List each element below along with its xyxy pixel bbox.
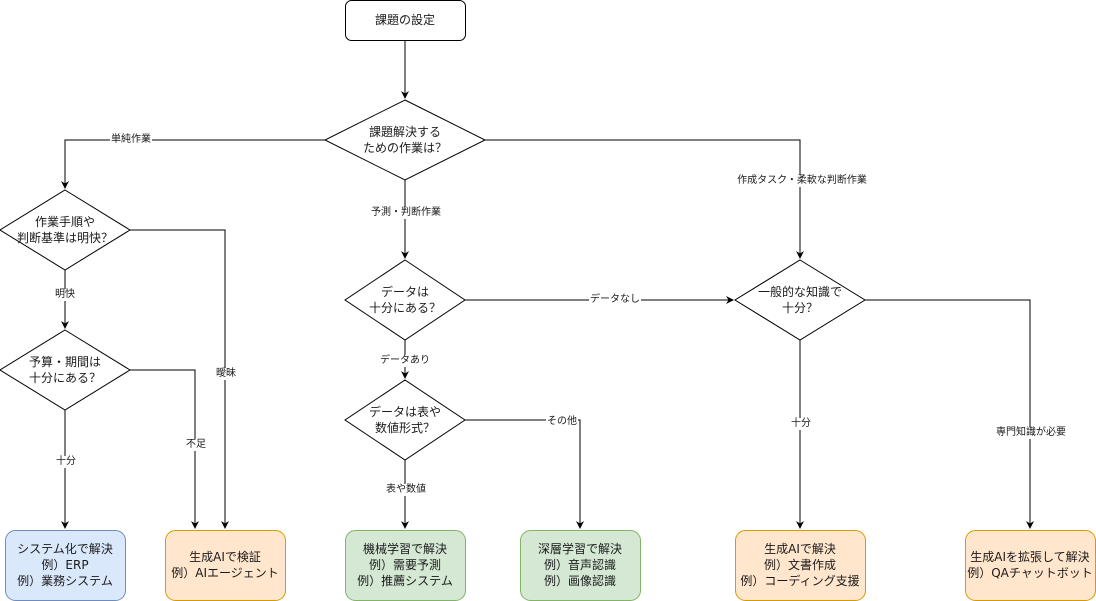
edge-label-other: その他 [546, 416, 578, 428]
result-ml [345, 530, 466, 601]
decision-general-knowledge [734, 259, 866, 341]
edge-label-predict-judge: 予測・判断作業 [370, 207, 442, 219]
edge-label-ambiguous: 曖昧 [215, 368, 237, 380]
decision-data-enough [344, 259, 466, 341]
decision-budget-enough [0, 329, 131, 411]
result-system [5, 530, 126, 601]
edge-label-data-no: データなし [589, 294, 641, 306]
edge-label-data-yes: データあり [379, 355, 431, 367]
result-genai-verify [165, 530, 286, 601]
edge-format-other [465, 419, 584, 529]
edge-knowledge-expert [865, 299, 1034, 529]
edge-budget-insufficient [130, 369, 199, 529]
edge-label-insufficient: 不足 [185, 439, 207, 451]
edge-label-clear: 明快 [54, 289, 76, 301]
result-genai-solve [735, 530, 866, 601]
edge-label-simple-task: 単純作業 [110, 134, 152, 146]
decision-data-format [344, 379, 466, 461]
edge-label-knowledge-enough: 十分 [790, 418, 812, 430]
decision-procedure-clear [0, 189, 131, 271]
edge-label-enough: 十分 [55, 456, 77, 468]
start-node [345, 0, 466, 41]
edge-label-table-numeric: 表や数値 [385, 484, 427, 496]
edge-procedure-ambiguous [130, 229, 229, 529]
result-genai-extend [965, 530, 1096, 601]
edge-task-type-simple [61, 139, 325, 189]
edge-label-creative-task: 作成タスク・柔軟な判断作業 [736, 175, 868, 187]
edge-task-type-creative [485, 139, 804, 259]
edge-label-expertise-needed: 専門知識が必要 [995, 427, 1067, 439]
decision-task-type [323, 99, 487, 181]
result-dl [520, 530, 641, 601]
